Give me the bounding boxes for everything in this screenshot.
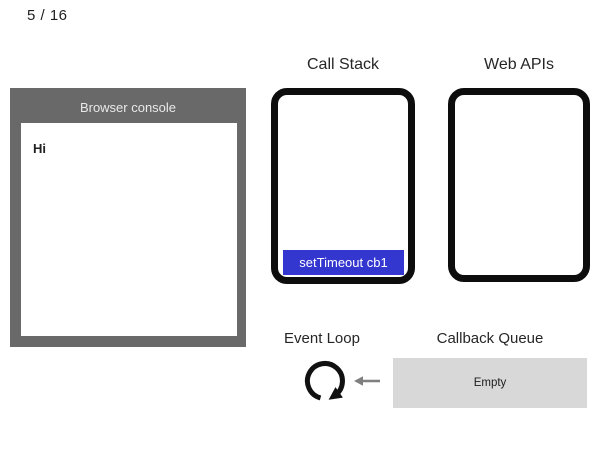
queue-to-loop-arrow-icon bbox=[354, 376, 380, 386]
browser-console-output: Hi bbox=[21, 123, 237, 336]
event-loop-cycle-icon bbox=[304, 360, 345, 401]
call-stack-title: Call Stack bbox=[306, 56, 380, 73]
callback-queue-title: Callback Queue bbox=[436, 330, 544, 347]
call-stack-frame: setTimeout cb1 bbox=[283, 250, 404, 275]
browser-console: Browser console Hi bbox=[10, 88, 246, 347]
callback-queue-box: Empty bbox=[393, 358, 587, 408]
web-apis-box bbox=[448, 88, 590, 282]
console-log-line: Hi bbox=[33, 141, 46, 156]
browser-console-title: Browser console bbox=[79, 100, 177, 115]
callback-queue-status: Empty bbox=[473, 377, 507, 389]
event-loop-title: Event Loop bbox=[284, 330, 360, 347]
call-stack-box: setTimeout cb1 bbox=[271, 88, 415, 284]
slide-counter: 5 / 16 bbox=[27, 7, 68, 24]
web-apis-title: Web APIs bbox=[484, 56, 554, 73]
